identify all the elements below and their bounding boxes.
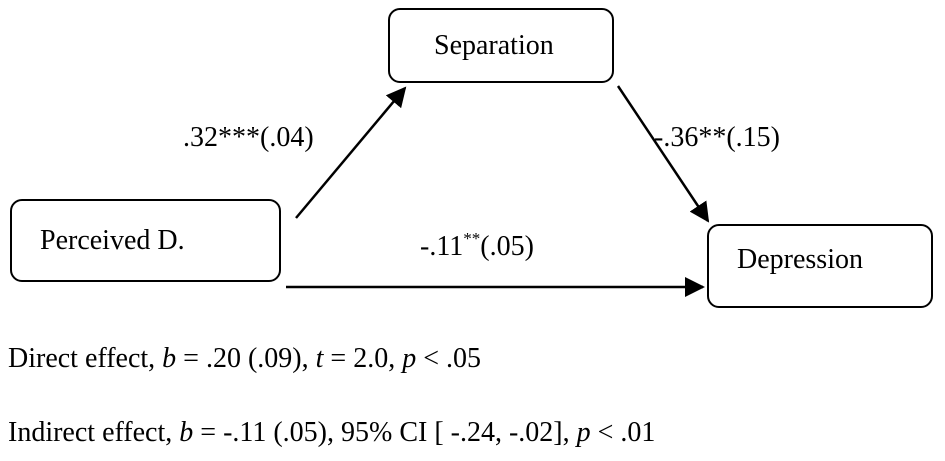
direct-t-symbol: t <box>315 343 324 374</box>
indirect-lead: Indirect effect, <box>8 417 180 448</box>
indirect-p-value: < .01 <box>590 417 656 448</box>
node-depression-label: Depression <box>737 244 863 275</box>
direct-b-value: = .20 (.09), <box>176 343 316 374</box>
indirect-b-symbol: b <box>179 417 194 448</box>
direct-t-value: = 2.0, <box>323 343 403 374</box>
arrow-perceived-to-separation <box>295 86 407 219</box>
node-separation: Separation <box>388 8 614 83</box>
direct-b-symbol: b <box>162 343 177 374</box>
indirect-b-value: = -.11 (.05), 95% CI [ -.24, -.02], <box>193 417 577 448</box>
arrow-separation-to-depression <box>616 85 710 223</box>
indirect-p-symbol: p <box>576 417 591 448</box>
path-c-coef: -.11 <box>420 231 464 262</box>
indirect-effect-note: Indirect effect, b = -.11 (.05), 95% CI … <box>8 419 655 447</box>
node-perceived: Perceived D. <box>10 199 281 282</box>
path-c-label: -.11**(.05) <box>420 230 534 262</box>
path-c-stars: ** <box>463 229 481 248</box>
node-depression: Depression <box>707 224 933 308</box>
direct-lead: Direct effect, <box>8 343 163 374</box>
path-b-label: -.36**(.15) <box>654 122 780 153</box>
path-c-se: (.05) <box>480 231 534 262</box>
direct-effect-note: Direct effect, b = .20 (.09), t = 2.0, p… <box>8 345 481 373</box>
node-perceived-label: Perceived D. <box>40 225 185 256</box>
node-separation-label: Separation <box>434 30 554 61</box>
direct-p-symbol: p <box>402 343 417 374</box>
path-a-label: .32***(.04) <box>183 122 314 153</box>
direct-p-value: < .05 <box>416 343 481 374</box>
